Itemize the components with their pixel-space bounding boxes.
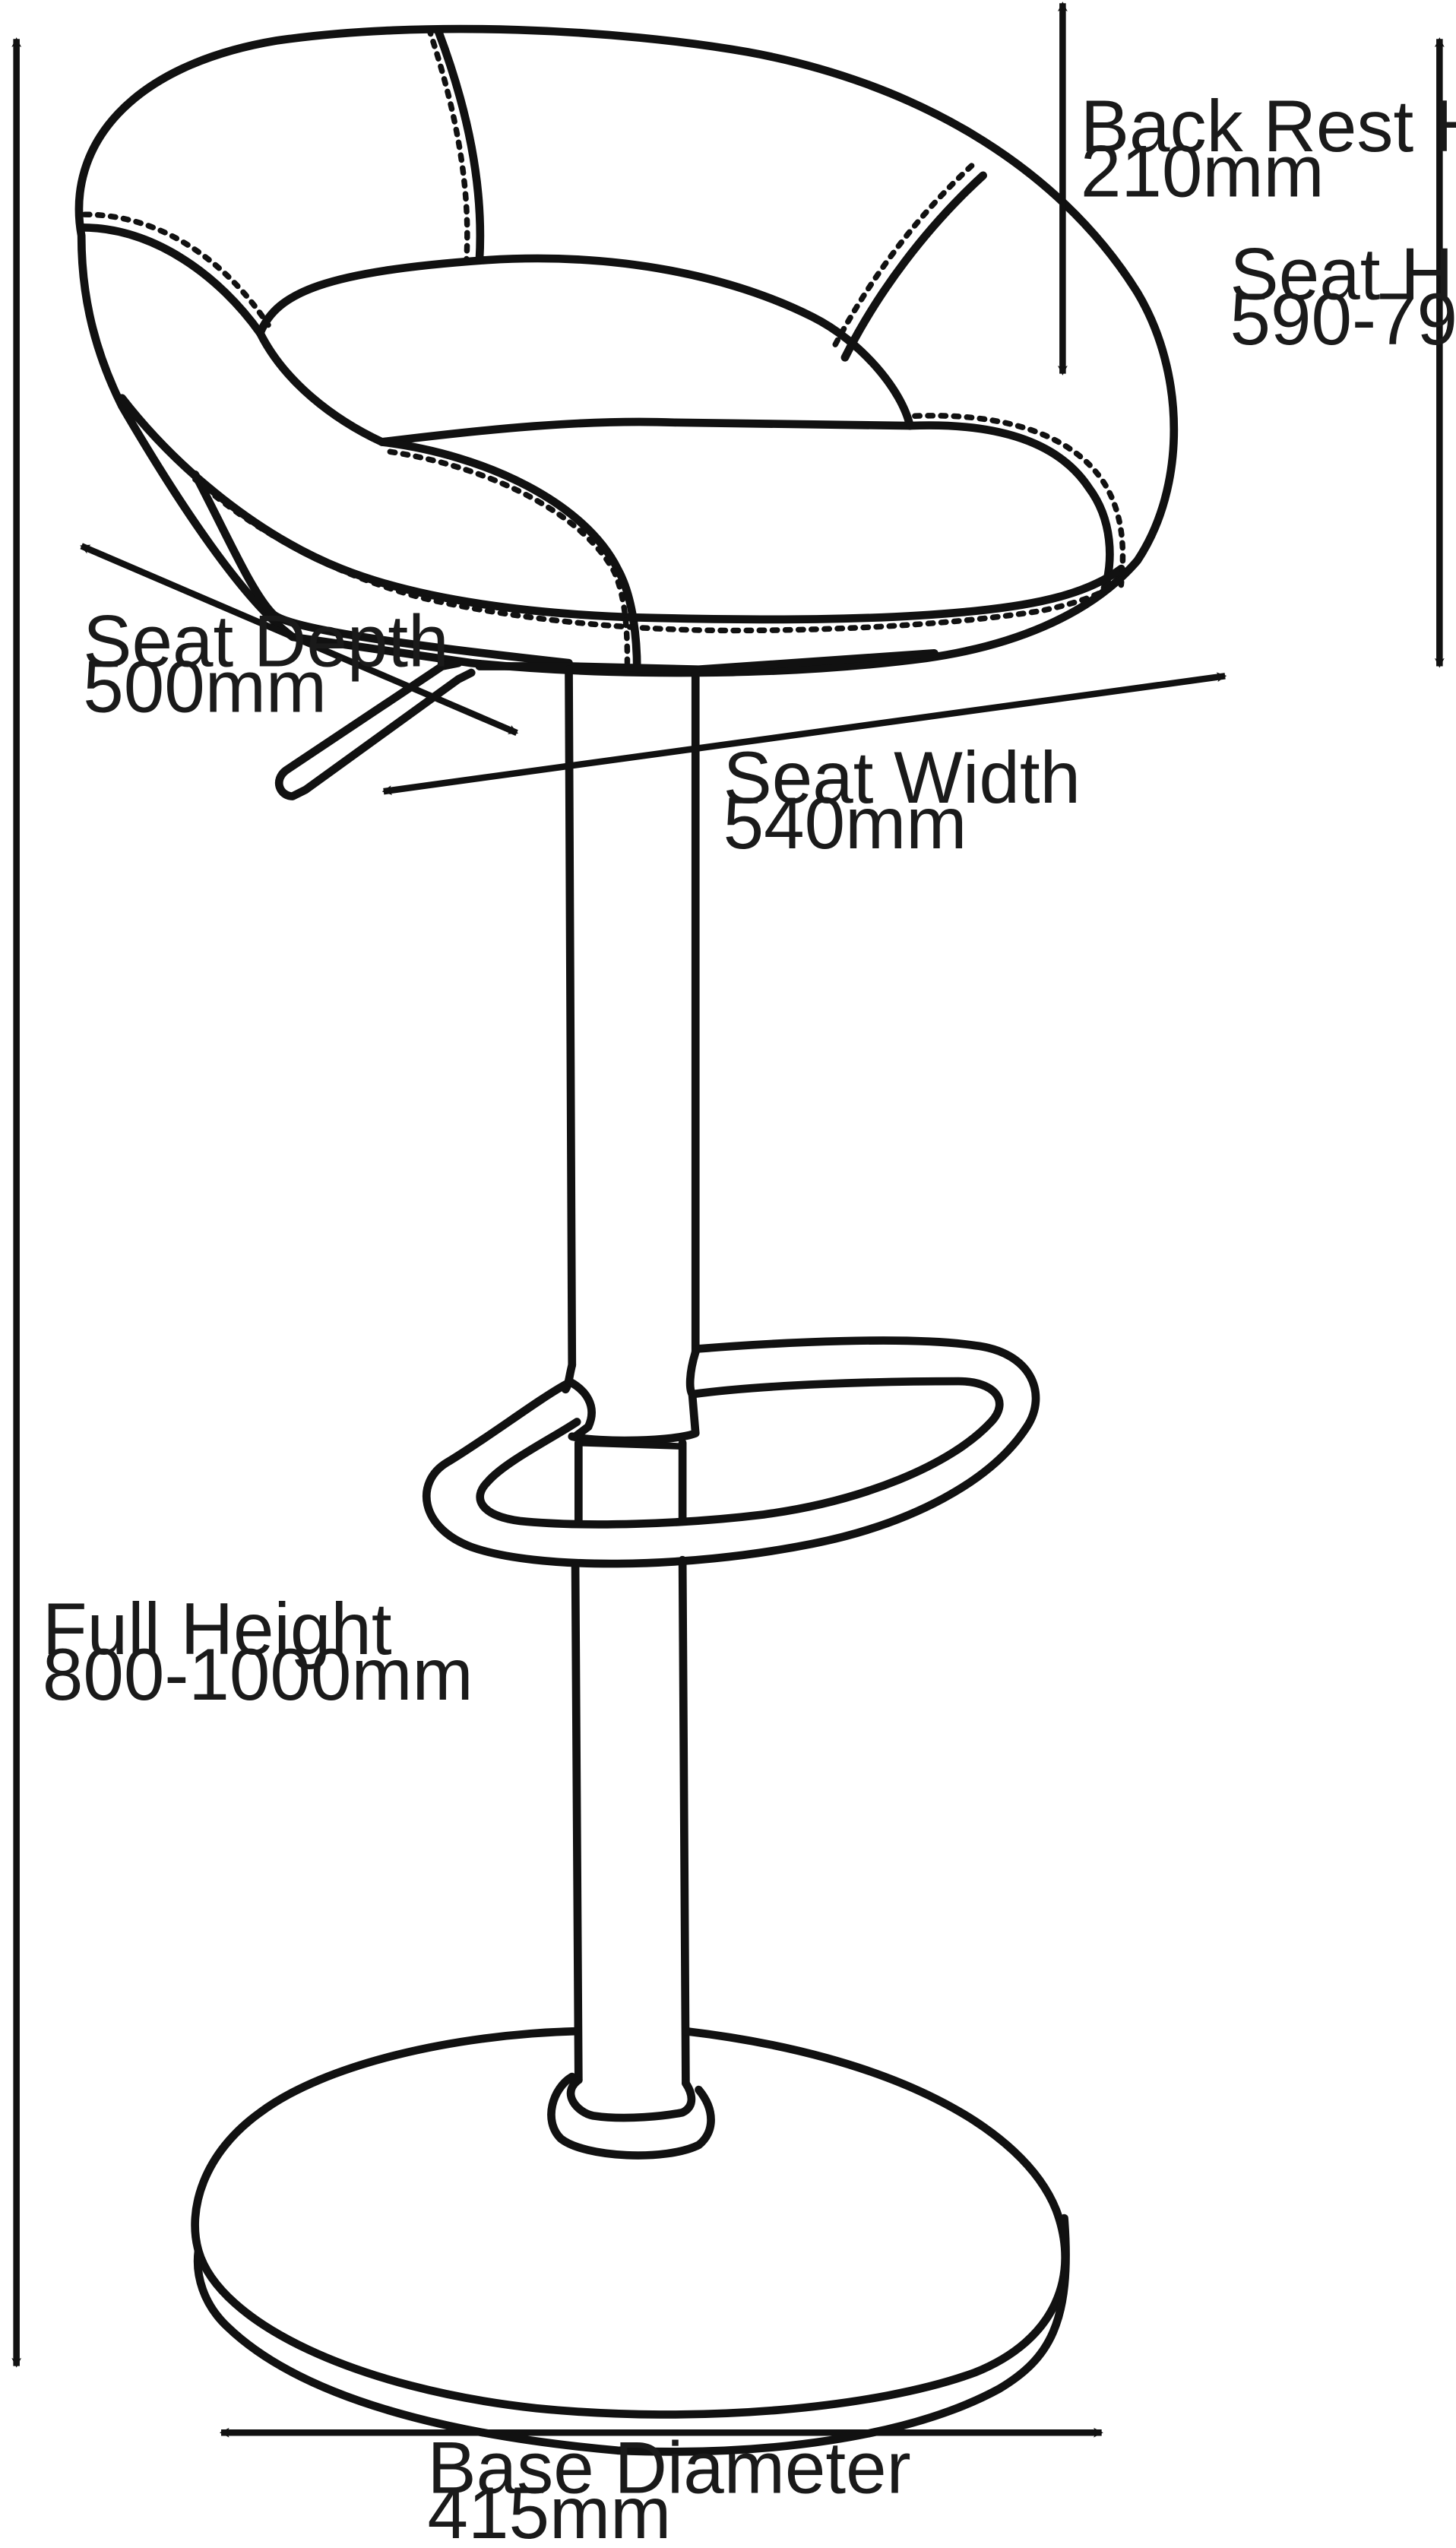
dimension-labels: Back Rest Height 210mm Seat Height 590-7… — [43, 86, 1456, 2548]
base-top — [191, 2027, 1069, 2419]
full-height-label: Full Height — [43, 1589, 392, 1670]
footrest-inner — [476, 1377, 1004, 1529]
seat-width-label: Seat Width — [723, 737, 1081, 819]
back-rest-height-value: 210mm — [1081, 132, 1325, 213]
lower-column — [566, 1438, 696, 2122]
stitch-top-center — [426, 26, 470, 263]
stool-drawing — [74, 24, 1179, 2456]
backrest-seam-center — [435, 28, 485, 265]
seat-seam-right-side — [906, 421, 1114, 593]
seat-seam-left — [77, 223, 264, 338]
seat-depth-label: Seat Depth — [83, 601, 448, 682]
seat-inner-curve — [255, 328, 387, 446]
seat-height-label: Seat Height — [1230, 233, 1456, 315]
base-diameter-value: 415mm — [428, 2473, 672, 2548]
back-rest-height-label: Back Rest Height — [1081, 86, 1456, 167]
stitch-right — [912, 413, 1126, 588]
full-height-value: 800-1000mm — [43, 1634, 473, 1716]
dimension-arrows — [11, 2, 1445, 2438]
footrest-ring — [422, 1336, 1040, 1568]
seat-mount-plate — [475, 649, 938, 674]
seat-front-rim — [255, 254, 914, 430]
footrest-outer — [422, 1336, 1040, 1568]
base-diameter-label: Base Diameter — [428, 2427, 911, 2508]
backrest-seam-right — [840, 171, 987, 362]
seat-depth-value: 500mm — [83, 646, 327, 727]
base-bottom-edge — [193, 2214, 1070, 2456]
stitch-top-right — [831, 163, 975, 351]
stitch-front — [387, 448, 631, 666]
seat-width-value: 540mm — [723, 783, 967, 864]
upper-column — [561, 665, 700, 1445]
stitch-left — [81, 211, 271, 328]
footrest-collar — [565, 1377, 596, 1441]
seat-width-arrow — [381, 672, 1227, 795]
seat-height-value: 590-790mm — [1230, 279, 1456, 360]
collar-shadow — [577, 1437, 679, 1450]
seat-shell — [74, 24, 1179, 677]
base-collar — [547, 2072, 715, 2160]
seat-cushion-line — [378, 417, 914, 446]
height-adjust-lever[interactable] — [274, 658, 476, 800]
round-base — [191, 2027, 1070, 2456]
